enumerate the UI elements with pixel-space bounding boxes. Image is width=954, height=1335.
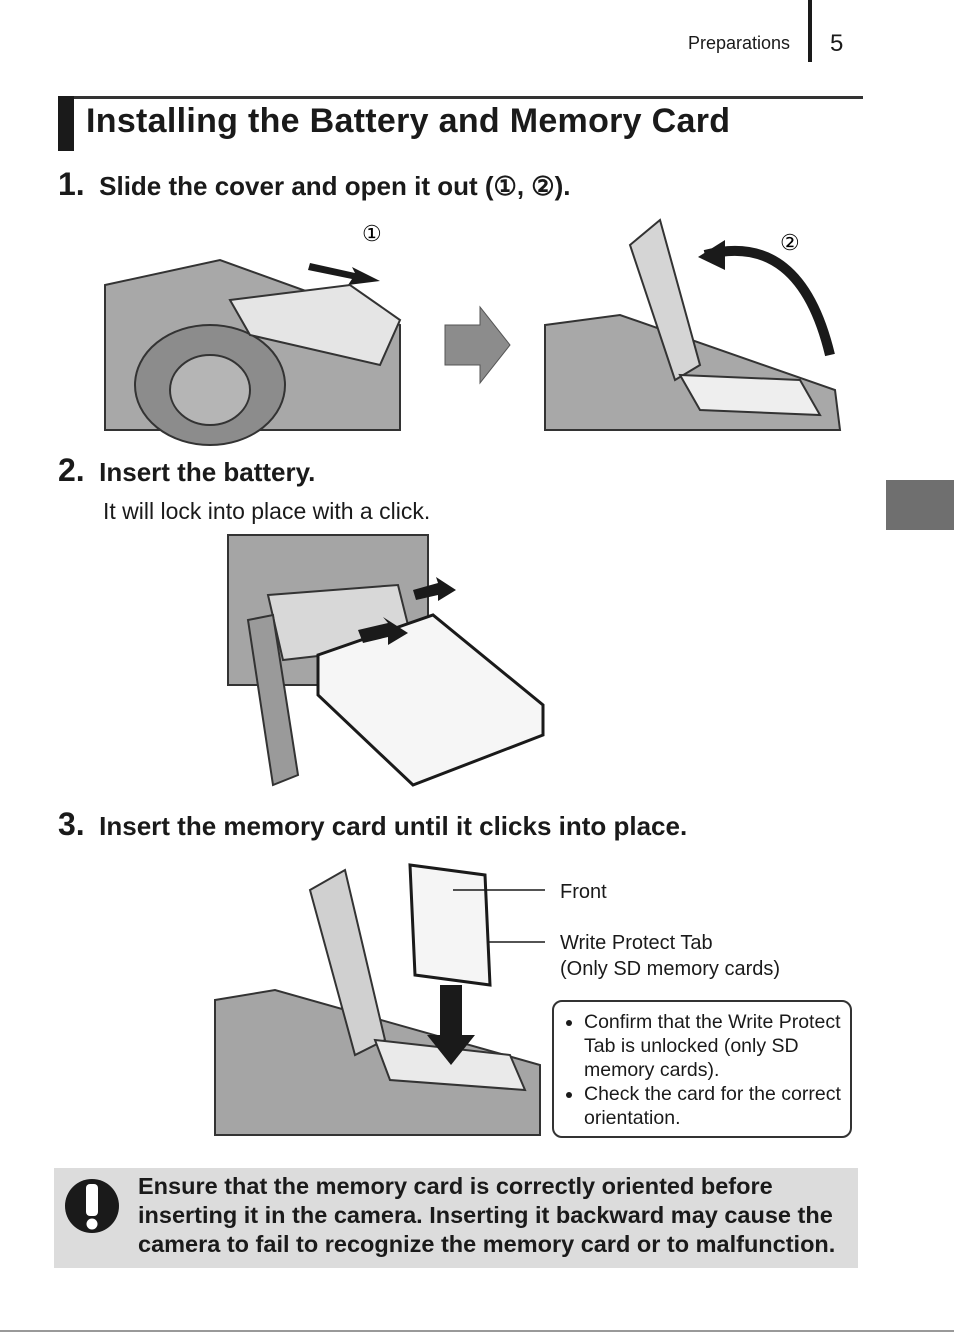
title-rule <box>58 96 863 99</box>
callout-1: ① <box>362 221 382 246</box>
camera-body <box>214 988 541 1136</box>
lock-arrow-icon <box>413 577 456 601</box>
caution-box <box>54 1168 858 1268</box>
open-cover <box>308 868 387 1057</box>
next-arrow-icon <box>444 305 511 385</box>
step-2-subtext: It will lock into place with a click. <box>103 498 431 524</box>
step-1-number: 1. <box>58 166 85 202</box>
step-2-text: Insert the battery. <box>99 457 316 487</box>
battery-cover <box>228 283 402 367</box>
caution-text: Ensure that the memory card is correctly… <box>138 1173 836 1257</box>
step-1-illustration: ① ② <box>104 218 842 446</box>
step-3-text: Insert the memory card until it clicks i… <box>99 811 688 841</box>
note-item: Confirm that the Write Protect Tab is un… <box>584 1010 850 1082</box>
note-box: Confirm that the Write Protect Tab is un… <box>552 1000 852 1138</box>
label-write-protect-note: (Only SD memory cards) <box>560 958 781 980</box>
note-list: Confirm that the Write Protect Tab is un… <box>554 1010 850 1130</box>
chapter-tab <box>886 480 954 530</box>
bottom-rule <box>0 1330 954 1332</box>
step-3-illustration <box>214 863 545 1136</box>
step-1-text: Slide the cover and open it out (①, ②). <box>99 171 571 201</box>
open-arrow-icon <box>703 246 835 357</box>
cover-flap <box>246 613 300 787</box>
battery-slot <box>678 373 822 417</box>
step-3-number: 3. <box>58 806 85 842</box>
step-2-illustration <box>227 534 545 787</box>
insert-down-arrow-icon <box>440 985 462 1040</box>
insert-arrow-icon <box>358 617 408 645</box>
step-2-heading: 2. Insert the battery. <box>58 452 315 489</box>
callout-2: ② <box>780 230 800 255</box>
caution-icon <box>65 1179 119 1233</box>
open-cover <box>628 218 702 382</box>
step-2-number: 2. <box>58 452 85 488</box>
note-item: Check the card for the correct orientati… <box>584 1082 850 1130</box>
page-title: Installing the Battery and Memory Card <box>86 102 731 140</box>
card-slot <box>373 1038 527 1092</box>
step-1-heading: 1. Slide the cover and open it out (①, ②… <box>58 166 570 203</box>
label-write-protect: Write Protect Tab <box>560 932 713 954</box>
title-bar <box>58 96 74 151</box>
battery <box>316 613 545 787</box>
section-name: Preparations <box>688 33 791 53</box>
slide-arrow-icon <box>308 263 380 285</box>
page-number: 5 <box>830 30 844 57</box>
step-3-heading: 3. Insert the memory card until it click… <box>58 806 687 843</box>
memory-card <box>408 863 492 987</box>
label-front: Front <box>560 881 607 903</box>
header-divider <box>808 0 812 62</box>
